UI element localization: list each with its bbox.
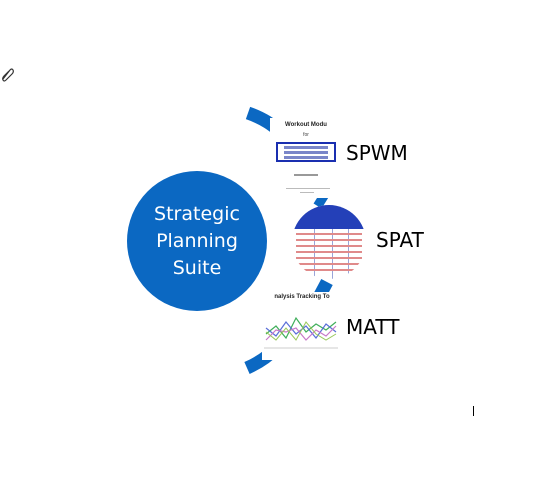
spat-thumb-row bbox=[296, 257, 362, 259]
spat-thumb-row bbox=[296, 263, 362, 265]
ring-arc-spwm-spat bbox=[313, 192, 329, 209]
spwm-thumb-line bbox=[286, 188, 330, 189]
spat-thumb-row bbox=[296, 239, 362, 241]
spat-thumb-row bbox=[296, 269, 362, 271]
spwm-thumb-subtitle: for bbox=[303, 132, 309, 138]
spwm-thumb-line bbox=[294, 174, 318, 176]
module-label-spat: SPAT bbox=[376, 228, 424, 252]
strategic-planning-suite-hub: Strategic Planning Suite bbox=[127, 171, 267, 311]
spwm-thumb-box bbox=[276, 142, 336, 162]
matt-thumb-title: nalysis Tracking To bbox=[274, 294, 330, 300]
spwm-thumb-line bbox=[300, 192, 314, 193]
attachment-tool-icon[interactable] bbox=[0, 66, 14, 82]
spat-thumb-row bbox=[296, 251, 362, 253]
spwm-thumb-title: Workout Modu bbox=[285, 122, 327, 128]
spat-thumb-row bbox=[296, 233, 362, 235]
module-label-spwm: SPWM bbox=[346, 141, 408, 165]
matt-thumbnail: nalysis Tracking To bbox=[262, 292, 342, 360]
hub-line-2: Planning bbox=[156, 229, 238, 252]
matt-thumb-chart bbox=[264, 316, 338, 349]
spat-thumbnail bbox=[292, 205, 366, 279]
hub-line-1: Strategic bbox=[154, 202, 240, 225]
spat-thumb-column bbox=[332, 229, 333, 279]
module-label-matt: MATT bbox=[346, 315, 400, 339]
spat-thumb-column bbox=[348, 229, 349, 279]
spat-thumb-header bbox=[292, 205, 366, 229]
text-cursor bbox=[473, 406, 474, 416]
hub-line-3: Suite bbox=[172, 256, 222, 279]
spat-thumb-column bbox=[314, 229, 315, 279]
spwm-thumbnail: Workout Modu for bbox=[270, 118, 342, 198]
spat-thumb-row bbox=[296, 245, 362, 247]
